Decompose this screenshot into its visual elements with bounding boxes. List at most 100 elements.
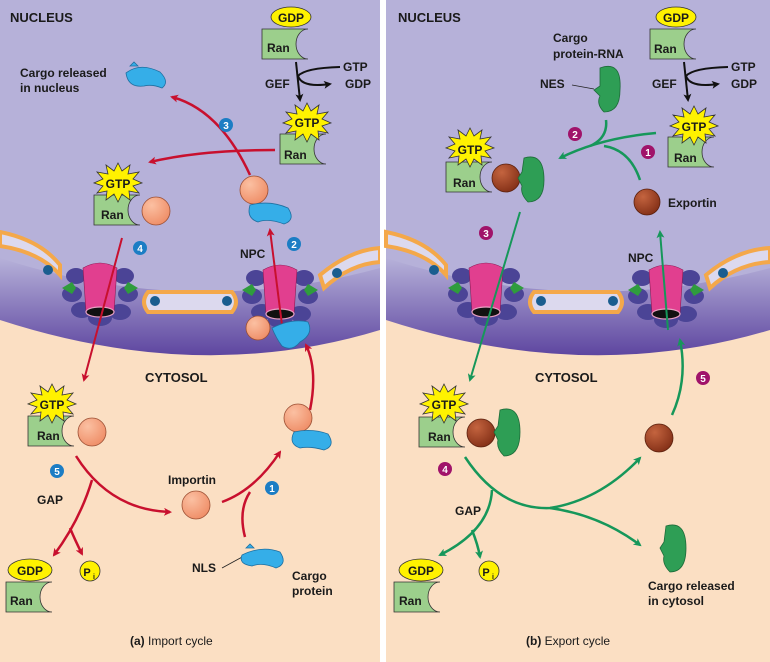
step-1-badge	[641, 145, 655, 159]
ran-label: Ran	[674, 151, 697, 165]
importin-label: Importin	[168, 473, 216, 487]
cytosol-label: CYTOSOL	[535, 370, 598, 385]
gtp-label: GTP	[682, 120, 707, 134]
svg-text:2: 2	[291, 240, 297, 251]
phosphate-badge	[79, 560, 101, 582]
nucleus-background	[0, 0, 380, 316]
exportin-nucleus	[633, 188, 661, 216]
gef-label: GEF	[265, 77, 290, 91]
nls-label: NLS	[192, 561, 216, 575]
ran-label: Ran	[267, 41, 290, 55]
nucleus-label: NUCLEUS	[398, 10, 461, 25]
arrow-to-npc	[304, 343, 315, 411]
export-panel: NUCLEUS CYTOSOL GDP Ran GEF GTP GDP GTP …	[384, 0, 770, 662]
cargo-protein-rna	[593, 65, 621, 113]
arrow-step1-cargo	[241, 491, 252, 538]
arrow-step1	[603, 144, 642, 181]
phosphate-label: P	[83, 567, 90, 579]
ran-label: Ran	[399, 594, 422, 608]
cargo-rna-label-2: protein-RNA	[553, 47, 624, 61]
importin-in-pore	[245, 315, 271, 341]
svg-text:5: 5	[700, 374, 706, 385]
arrow-step3-complex	[148, 148, 276, 165]
cargo-protein-nls	[240, 543, 284, 569]
svg-text:5: 5	[54, 467, 60, 478]
importin-bound	[141, 196, 171, 226]
cargo-released-label: Cargo released	[20, 66, 107, 80]
arrow-to-cargo-release	[549, 506, 642, 547]
arrow-step3	[467, 211, 521, 382]
cargo-bound	[517, 156, 545, 203]
arrow-cargo-join	[589, 119, 608, 148]
phosphate-label: P	[482, 567, 489, 579]
gtp-label: GTP	[458, 143, 483, 157]
step-2-badge	[568, 127, 582, 141]
gdp-label: GDP	[408, 564, 434, 578]
svg-text:1: 1	[269, 484, 275, 495]
ran-label: Ran	[453, 176, 476, 190]
step-5-badge	[696, 371, 710, 385]
exportin-cytosol	[644, 423, 674, 453]
svg-text:4: 4	[137, 244, 143, 255]
ran-label: Ran	[428, 430, 451, 444]
svg-text:4: 4	[442, 465, 448, 476]
phosphate-badge	[478, 560, 500, 582]
gdp-label: GDP	[278, 11, 304, 25]
gdp-out-label: GDP	[345, 77, 371, 91]
cargo-bound-cyto	[493, 408, 521, 457]
step-2-badge	[287, 237, 301, 251]
gdp-badge	[7, 558, 53, 582]
phosphate-subscript: i	[93, 574, 95, 581]
cargo-in-pore	[271, 320, 311, 349]
exportin-label: Exportin	[668, 196, 717, 210]
arrow-to-ran-gdp	[438, 489, 494, 557]
step-4-badge	[438, 462, 452, 476]
nucleus-label: NUCLEUS	[10, 10, 73, 25]
cargo-protein	[248, 202, 292, 225]
npc-label: NPC	[240, 247, 266, 261]
gdp-badge	[270, 6, 312, 28]
cargo-protein-label-2: protein	[292, 584, 333, 598]
cargo-protein-released	[125, 61, 166, 89]
caption-export: (b) Export cycle	[526, 634, 610, 648]
step-1-badge	[265, 481, 279, 495]
exportin-bound	[491, 163, 521, 193]
cargo-rna-label: Cargo	[553, 31, 588, 45]
gdp-badge	[398, 558, 444, 582]
importin-cargo-cytosol	[283, 403, 313, 433]
importin-free	[181, 490, 211, 520]
gdp-label: GDP	[663, 11, 689, 25]
step-4-badge	[133, 241, 147, 255]
gtp-label: GTP	[40, 398, 65, 412]
exportin-bound-cyto	[466, 418, 496, 448]
cytosol-label: CYTOSOL	[145, 370, 208, 385]
cargo-released-label: Cargo released	[648, 579, 735, 593]
ran-label: Ran	[101, 208, 124, 222]
phosphate-subscript: i	[492, 574, 494, 581]
arrow-to-ran-gdp	[52, 479, 94, 557]
npc-label: NPC	[628, 251, 654, 265]
nes-label: NES	[540, 77, 565, 91]
arrow-to-exportin	[656, 230, 669, 331]
gdp-badge	[655, 6, 697, 28]
cargo-released-cytosol	[659, 524, 687, 573]
arrow-to-importin	[74, 455, 172, 516]
step-5-badge	[50, 464, 64, 478]
gtp-in-label: GTP	[731, 60, 756, 74]
importin-cargo	[239, 175, 269, 205]
caption-import: (a) Import cycle	[130, 634, 213, 648]
gtp-label: GTP	[106, 177, 131, 191]
step-3-badge	[219, 118, 233, 132]
gdp-out-label: GDP	[731, 77, 757, 91]
gdp-label: GDP	[17, 564, 43, 578]
arrow-step1	[221, 450, 282, 504]
arrow-step3-cargo	[170, 94, 252, 176]
gap-label: GAP	[37, 493, 63, 507]
svg-text:3: 3	[483, 229, 489, 240]
gtp-label: GTP	[295, 116, 320, 130]
svg-text:1: 1	[645, 148, 651, 159]
arrow-step5	[670, 338, 686, 416]
ran-label: Ran	[654, 42, 677, 56]
gef-label: GEF	[652, 77, 677, 91]
